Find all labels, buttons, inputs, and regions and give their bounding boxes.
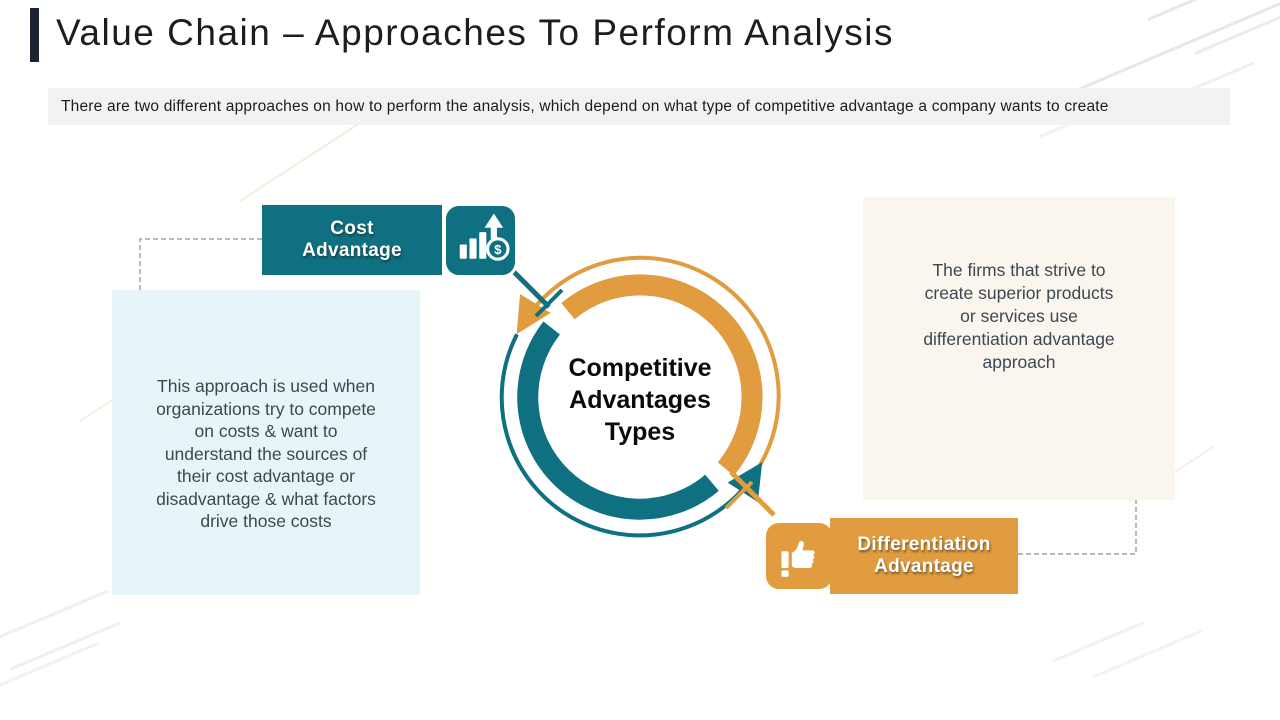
- page-title: Value Chain – Approaches To Perform Anal…: [56, 12, 894, 53]
- cost-advantage-label-box: Cost Advantage: [262, 205, 442, 275]
- subtitle-text: There are two different approaches on ho…: [61, 97, 1109, 115]
- diff-diagonal-connector: [729, 470, 776, 517]
- diff-description-text: The firms that strive to create superior…: [923, 260, 1115, 372]
- thumbs-up-icon: [781, 540, 815, 577]
- diff-description-panel: The firms that strive to create superior…: [863, 197, 1175, 500]
- decor-line: [1051, 621, 1145, 663]
- cost-diagonal-tick: [534, 288, 564, 318]
- center-circle-label: Competitive Advantages Types: [568, 354, 712, 446]
- decor-line: [1077, 0, 1280, 91]
- diff-advantage-label-box: Differentiation Advantage: [830, 518, 1018, 594]
- diff-advantage-label: Differentiation Advantage: [857, 534, 991, 577]
- decor-line: [9, 621, 122, 671]
- bar-chart-dollar-icon: $: [459, 213, 510, 261]
- cost-description-text: This approach is used when organizations…: [156, 376, 376, 531]
- subtitle-bar: There are two different approaches on ho…: [48, 88, 1230, 125]
- title-accent-bar: [30, 8, 39, 62]
- cost-icon-tile: $: [443, 203, 518, 278]
- diff-diagonal-tick: [724, 480, 754, 510]
- diff-icon-tile: [763, 520, 835, 592]
- cost-advantage-label: Cost Advantage: [302, 218, 402, 261]
- decor-line: [0, 589, 109, 651]
- cost-description-panel: This approach is used when organizations…: [112, 290, 420, 595]
- decor-line: [239, 118, 367, 202]
- svg-text:$: $: [494, 241, 502, 256]
